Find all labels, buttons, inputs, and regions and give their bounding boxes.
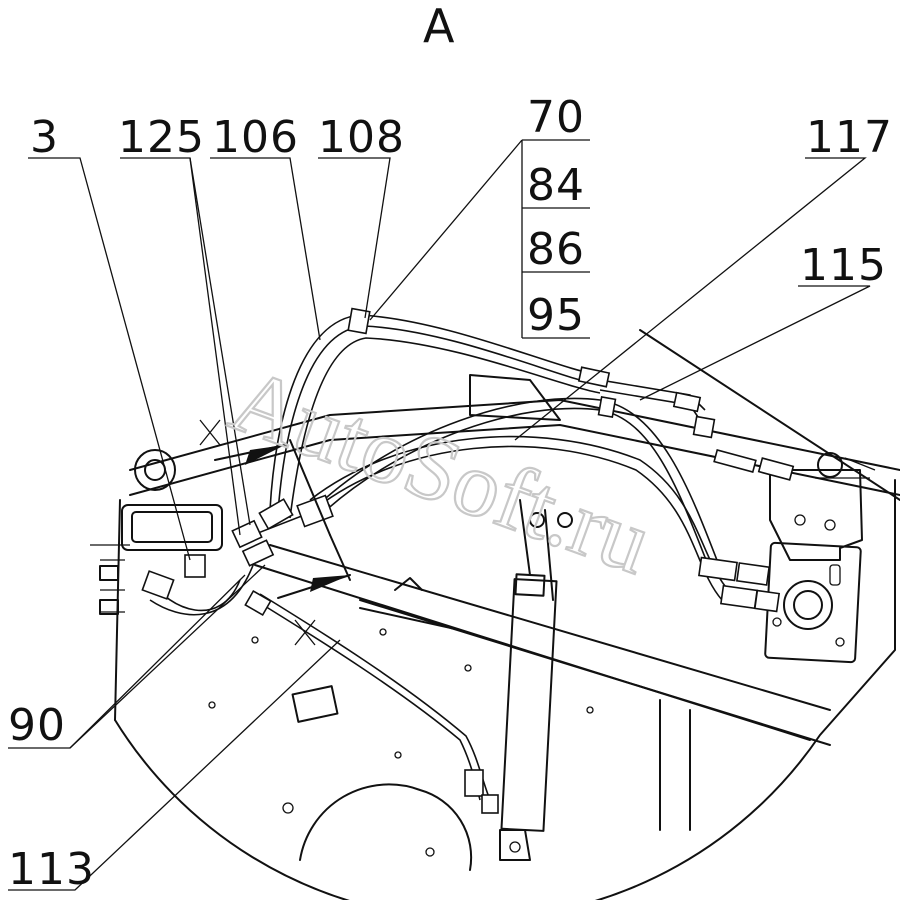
section-arrows bbox=[199, 419, 351, 646]
callout-113: 113 bbox=[8, 844, 95, 895]
callout-115: 115 bbox=[800, 240, 887, 291]
callout-117: 117 bbox=[806, 112, 893, 163]
leader-lines bbox=[8, 139, 871, 891]
callout-108: 108 bbox=[318, 112, 405, 163]
view-boundary-arc bbox=[114, 479, 896, 900]
hydraulic-hoses bbox=[149, 314, 731, 801]
frame-structure bbox=[90, 329, 900, 871]
callout-125: 125 bbox=[118, 112, 205, 163]
callout-95: 95 bbox=[527, 290, 585, 341]
callout-90: 90 bbox=[8, 700, 66, 751]
callout-106: 106 bbox=[212, 112, 299, 163]
callout-86: 86 bbox=[527, 224, 585, 275]
callout-3: 3 bbox=[30, 112, 59, 163]
hose-fittings bbox=[141, 307, 795, 814]
callout-84: 84 bbox=[527, 160, 585, 211]
hydraulic-cylinder bbox=[499, 499, 573, 861]
callout-70: 70 bbox=[527, 92, 585, 143]
mounting-bracket bbox=[769, 452, 876, 561]
view-title: A bbox=[423, 0, 455, 53]
